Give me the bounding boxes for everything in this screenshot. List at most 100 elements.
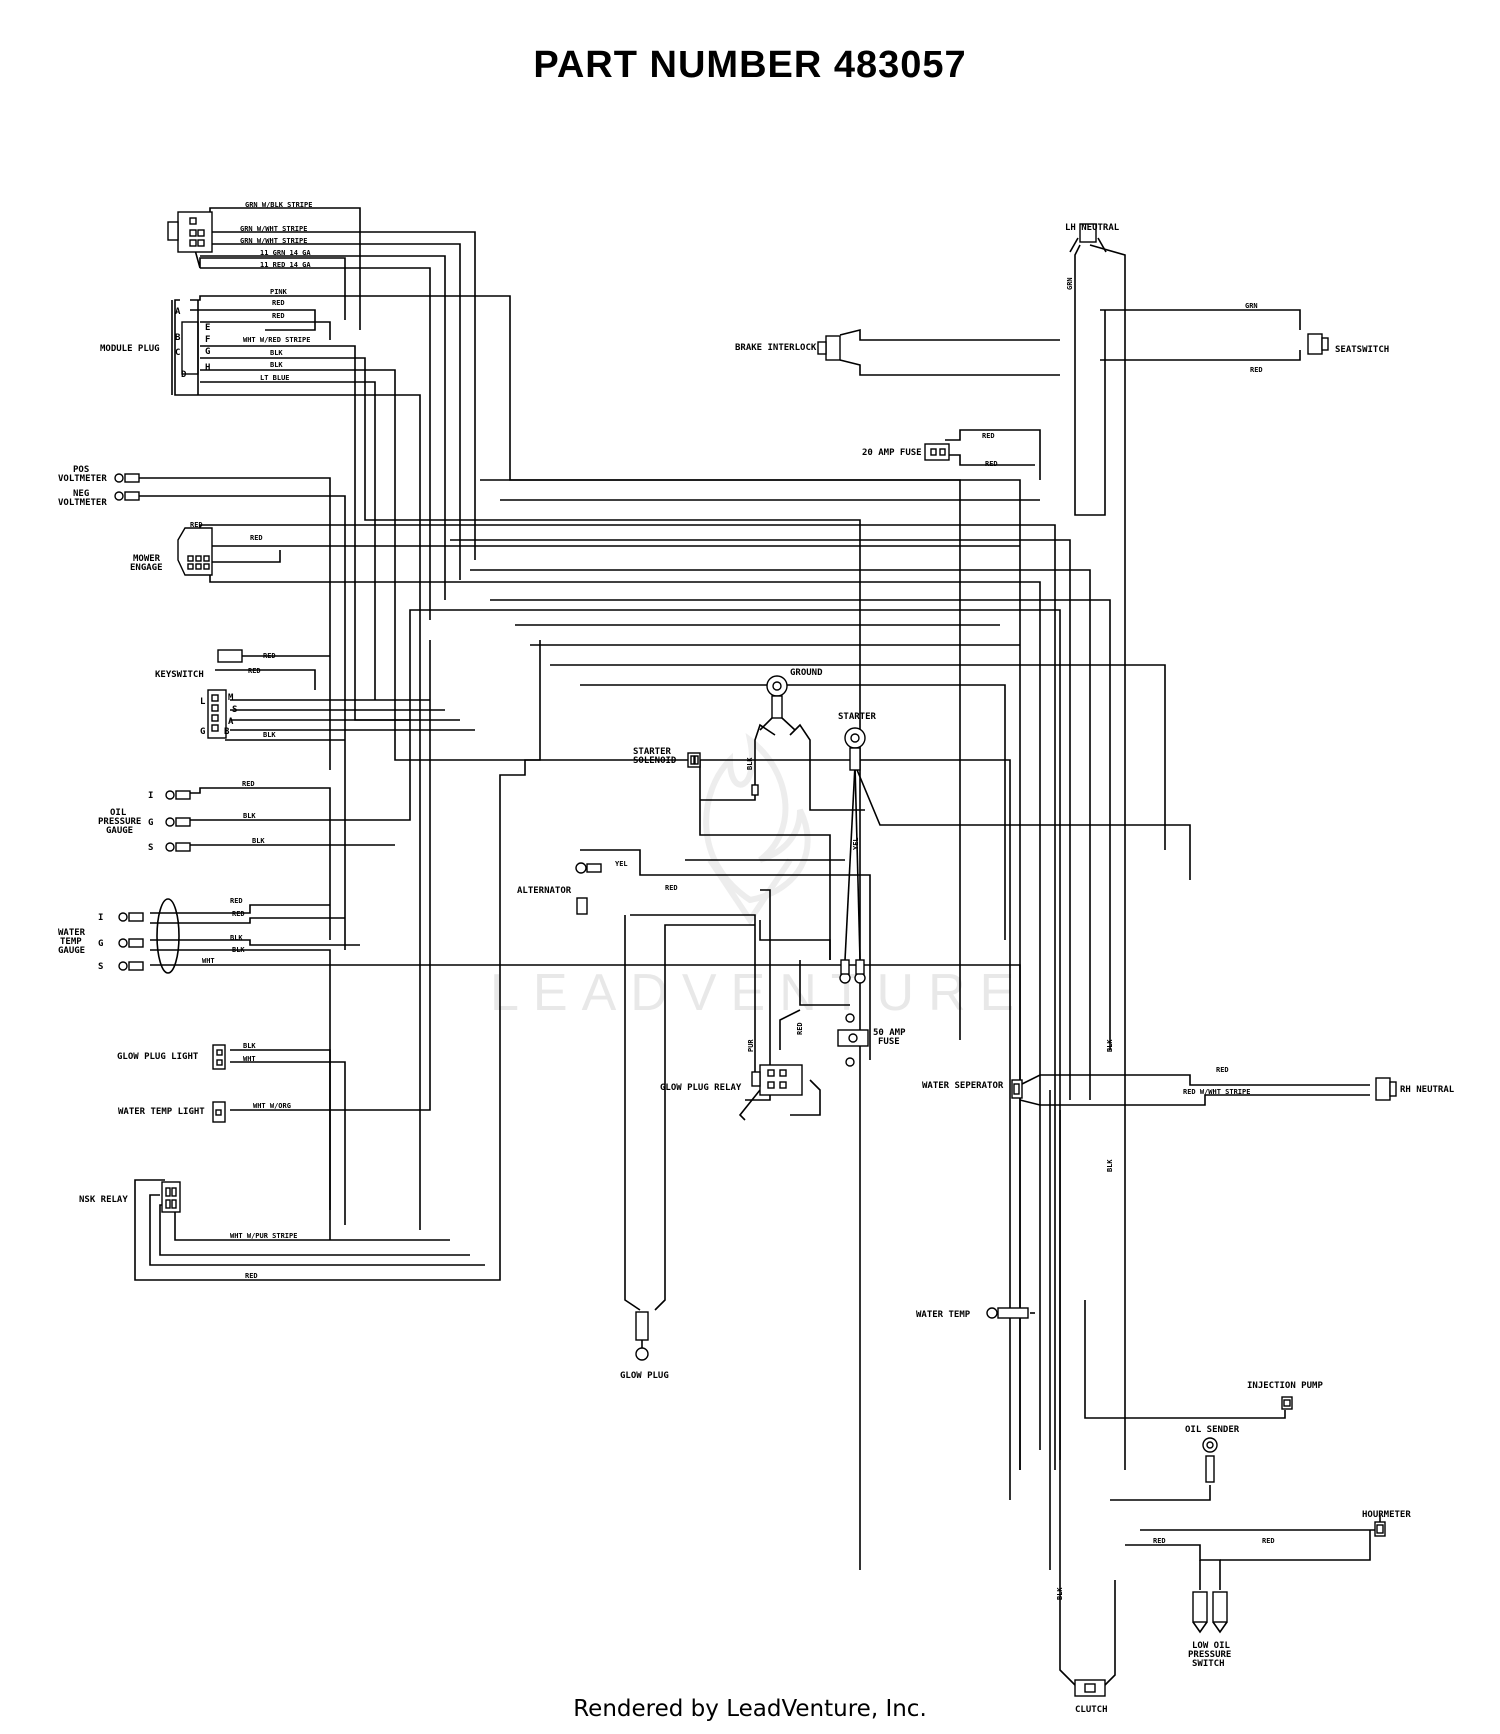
wt-gauge-label-3: GAUGE <box>58 946 85 956</box>
module-plug-label: MODULE PLUG <box>100 344 160 354</box>
wire-label: WHT <box>243 1055 256 1063</box>
wire-label: GRN <box>1066 277 1074 290</box>
oil-pin-g: G <box>148 818 153 828</box>
wire-label: RED <box>1262 1537 1275 1545</box>
page-title: PART NUMBER 483057 <box>533 44 967 86</box>
water-temp-light-label: WATER TEMP LIGHT <box>118 1107 205 1117</box>
wire-label: 11 RED 14 GA <box>260 261 311 269</box>
wire-label: RED <box>263 652 276 660</box>
mower-engage-label-1: MOWER <box>133 554 161 564</box>
low-oil-pressure-switch <box>1192 1591 1228 1634</box>
key-pin-m: M <box>228 693 234 703</box>
wire-label: WHT W/ORG <box>253 1102 291 1110</box>
alternator-terminals <box>575 862 602 915</box>
module-plug-connector <box>171 300 199 395</box>
key-pin-g: G <box>200 727 205 737</box>
top-connector <box>167 211 213 253</box>
pos-voltmeter-label-1: POS <box>73 465 89 475</box>
wire-label: RED <box>796 1022 804 1035</box>
wire-label: WHT <box>202 957 215 965</box>
pos-voltmeter-label-2: VOLTMETER <box>58 474 107 484</box>
module-pin-e: E <box>205 323 210 333</box>
oil-sender-label: OIL SENDER <box>1185 1425 1240 1435</box>
lh-neutral-label: LH NEUTRAL <box>1065 223 1120 233</box>
wire-label: 11 GRN 14 GA <box>260 249 311 257</box>
lh-neutral-switch <box>1069 223 1107 253</box>
module-pin-h: H <box>205 363 210 373</box>
wire-label: WHT W/RED STRIPE <box>243 336 310 344</box>
hourmeter-label: HOURMETER <box>1362 1510 1411 1520</box>
wire-label: PUR <box>747 1039 755 1052</box>
wire-label: RED <box>1216 1066 1229 1074</box>
brake-interlock-switch <box>817 335 841 361</box>
neg-voltmeter-label-1: NEG <box>73 489 89 499</box>
watermark-text: LEADVENTURE <box>490 964 1028 1022</box>
wire-label: RED <box>1153 1537 1166 1545</box>
fuse-20-amp <box>924 443 950 461</box>
clutch-label: CLUTCH <box>1075 1705 1108 1715</box>
voltmeter-terminals <box>114 473 140 501</box>
wt-gauge-label-1: WATER <box>58 928 86 938</box>
mower-engage-switch <box>177 527 213 576</box>
flame-logo-icon <box>703 732 811 926</box>
oil-gauge-label-1: OIL <box>110 808 127 818</box>
wire-label: GRN W/WHT STRIPE <box>240 225 307 233</box>
wire-label: BLK <box>1106 1159 1114 1172</box>
wire-label: RED <box>665 884 678 892</box>
wires <box>134 207 1381 1686</box>
water-temp-light-connector <box>212 1101 226 1123</box>
ground-terminal <box>759 675 796 731</box>
oil-pin-i: I <box>148 791 153 801</box>
key-pin-l: L <box>200 697 206 707</box>
module-pin-b: B <box>175 333 181 343</box>
nsk-relay-connector <box>161 1181 181 1213</box>
low-oil-label-2: PRESSURE <box>1188 1650 1231 1660</box>
water-separator-connector <box>1011 1079 1023 1099</box>
wire-label: RED <box>272 299 285 307</box>
glow-plug-relay <box>751 1064 803 1096</box>
injection-pump-label: INJECTION PUMP <box>1247 1381 1323 1391</box>
wire-label: GRN W/WHT STRIPE <box>240 237 307 245</box>
oil-gauge-label-2: PRESSURE <box>98 817 141 827</box>
neg-voltmeter-label-2: VOLTMETER <box>58 498 107 508</box>
wt-pin-g: G <box>98 939 103 949</box>
module-pin-g: G <box>205 347 210 357</box>
wire-label: RED <box>250 534 263 542</box>
mower-engage-label-2: ENGAGE <box>130 563 163 573</box>
wire-label: GRN <box>1245 302 1258 310</box>
wire-label: BLK <box>232 946 245 954</box>
wire-label: BLK <box>230 934 243 942</box>
keyswitch-connector <box>207 649 243 739</box>
wire-label: YEL <box>615 860 628 868</box>
wire-label: RED W/WHT STRIPE <box>1183 1088 1250 1096</box>
low-oil-label-3: SWITCH <box>1192 1659 1225 1669</box>
wire-label: RED <box>190 521 203 529</box>
glow-plug-light-connector <box>212 1044 226 1070</box>
fuse-50-amp <box>837 959 869 1067</box>
oil-gauge-label-3: GAUGE <box>106 826 133 836</box>
module-pin-f: F <box>205 335 210 345</box>
brake-interlock-label: BRAKE INTERLOCK <box>735 343 817 353</box>
starter-solenoid-connector <box>687 752 759 796</box>
wire-label: BLK <box>270 361 283 369</box>
wire-label: RED <box>232 910 245 918</box>
wire-label: BLK <box>746 757 754 770</box>
seatswitch-label: SEATSWITCH <box>1335 345 1389 355</box>
low-oil-label-1: LOW OIL <box>1192 1641 1231 1651</box>
hourmeter-connector <box>1374 1521 1386 1537</box>
module-pin-d: D <box>181 370 187 380</box>
wire-label: RED <box>245 1272 258 1280</box>
wire-label: BLK <box>270 349 283 357</box>
wire-label: BLK <box>1056 1587 1064 1600</box>
wire-label: YEL <box>852 837 860 850</box>
wire-label: PINK <box>270 288 288 296</box>
fuse-20-label: 20 AMP FUSE <box>862 448 922 458</box>
starter-label: STARTER <box>838 712 877 722</box>
rh-neutral-label: RH NEUTRAL <box>1400 1085 1455 1095</box>
ground-label: GROUND <box>790 668 823 678</box>
rh-neutral-switch <box>1375 1077 1397 1101</box>
oil-sender-terminal <box>1202 1437 1218 1483</box>
oil-pressure-gauge-terminals <box>165 790 191 852</box>
key-pin-s: S <box>232 705 237 715</box>
